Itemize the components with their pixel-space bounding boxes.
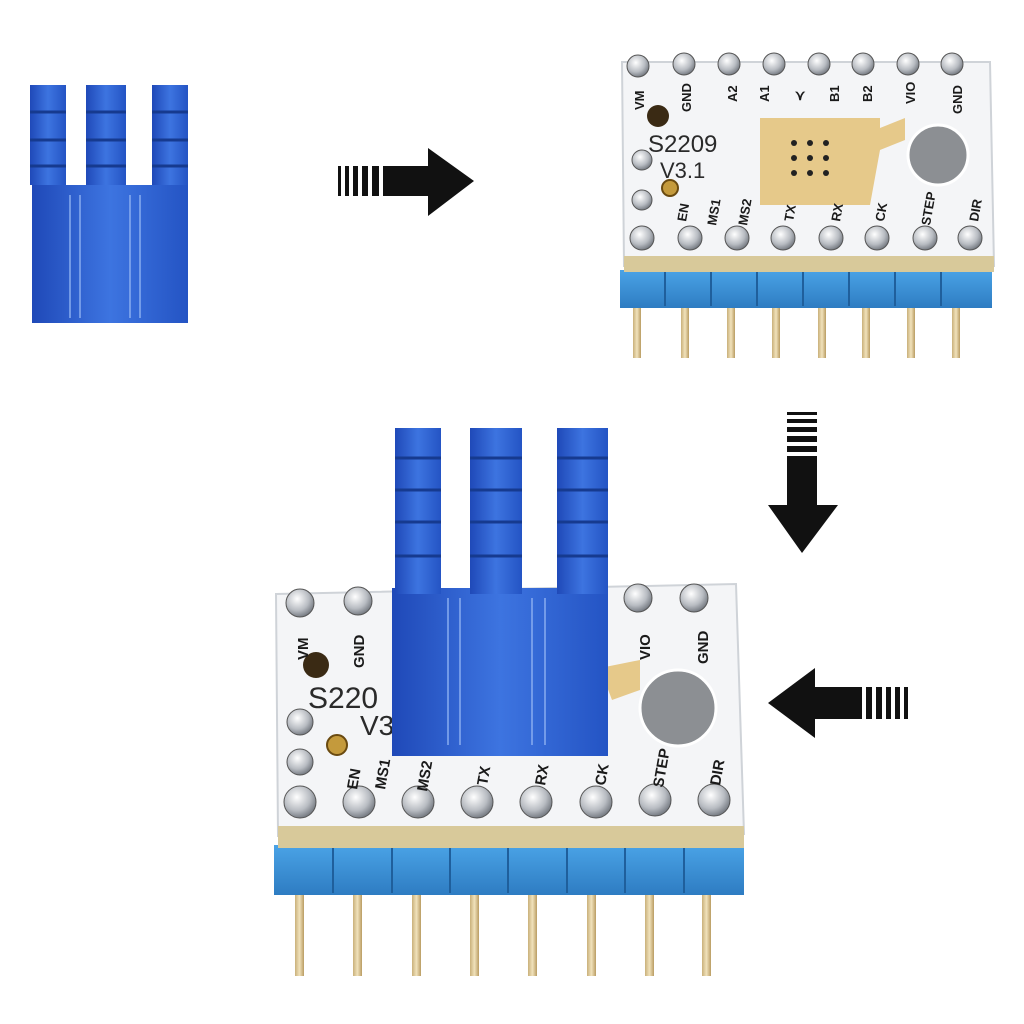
- pin-label-bottom: TX: [781, 203, 799, 222]
- driver-module-bare: VM GND A2 A1 B1 B2 VIO GND ⋎ S2209 V3.1 …: [620, 52, 996, 358]
- svg-text:⋎: ⋎: [794, 87, 806, 103]
- pin-label-top: VIO: [637, 634, 654, 660]
- pin-label-top: VM: [295, 638, 312, 661]
- pin-label-bottom: MS1: [372, 757, 394, 790]
- pin-label-top: A2: [725, 85, 740, 102]
- pin-label-top: GND: [695, 631, 712, 665]
- pin-label-top: B1: [827, 85, 842, 102]
- pin-label-top: A1: [757, 85, 772, 102]
- driver-module-assembled: VM GND VIO GND S220 V3 EN MS1 MS2 TX RX …: [274, 428, 746, 976]
- pin-label-bottom: EN: [674, 202, 692, 222]
- pin-label-bottom: STEP: [918, 190, 939, 226]
- version-label: V3.1: [660, 158, 705, 183]
- pin-label-bottom: STEP: [650, 747, 674, 789]
- version-label: V3: [360, 710, 394, 741]
- heatsink-standalone: [30, 85, 188, 323]
- pin-label-bottom: RX: [532, 763, 552, 786]
- pin-label-bottom: EN: [344, 767, 364, 790]
- pin-label-top: VIO: [903, 82, 918, 104]
- pin-label-bottom: DIR: [966, 197, 985, 222]
- pin-label-top: B2: [860, 85, 875, 102]
- arrow-down-icon: [768, 412, 838, 553]
- heatsink-mounted: [392, 428, 608, 756]
- pin-label-top: VM: [632, 91, 647, 111]
- pin-label-bottom: MS2: [735, 198, 754, 227]
- pin-label-bottom: MS1: [704, 198, 723, 227]
- pin-label-bottom: CK: [592, 762, 613, 786]
- pin-label-bottom: CK: [872, 201, 890, 223]
- arrow-left-icon: [768, 668, 908, 738]
- pin-label-top: GND: [950, 85, 965, 114]
- arrow-right-icon: [338, 148, 474, 216]
- pin-label-top: GND: [679, 83, 694, 112]
- pin-label-bottom: TX: [474, 765, 494, 787]
- model-label: S220: [308, 682, 378, 715]
- pin-label-bottom: DIR: [707, 758, 728, 787]
- model-label: S2209: [648, 131, 717, 158]
- pin-label-top: GND: [351, 635, 368, 669]
- pin-label-bottom: MS2: [414, 759, 436, 792]
- pin-label-bottom: RX: [828, 202, 846, 223]
